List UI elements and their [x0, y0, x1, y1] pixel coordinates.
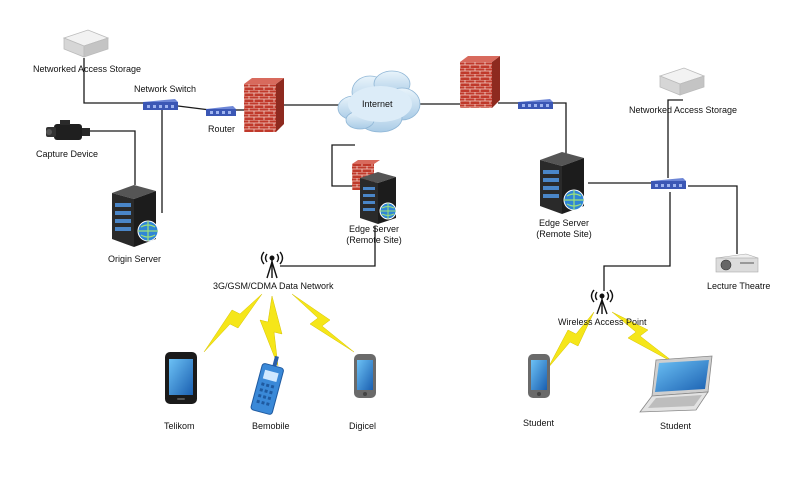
edge-server-2-site: (Remote Site)	[536, 229, 592, 239]
line-nas-switch	[83, 58, 145, 104]
edge-server-1-name: Edge Server	[348, 224, 400, 234]
switch-icon[interactable]	[143, 99, 178, 110]
switch-icon[interactable]	[518, 99, 553, 109]
lightning-icon	[259, 295, 283, 367]
edge-server-2-name: Edge Server	[538, 218, 590, 228]
nas-left-label: Networked Access Storage	[33, 64, 142, 74]
connector-lines	[83, 58, 738, 291]
lightning-icon	[203, 293, 263, 353]
phone-icon[interactable]	[528, 354, 550, 398]
server-icon[interactable]	[540, 152, 585, 214]
lecture-theatre-label: Lecture Theatre	[707, 281, 771, 291]
server-icon[interactable]	[360, 172, 397, 224]
wireless-access-point-label: Wireless Access Point	[558, 317, 647, 327]
bemobile-label: Bemobile	[252, 421, 290, 431]
origin-server-label: Origin Server	[108, 254, 162, 264]
nas-right-label: Networked Access Storage	[629, 105, 738, 115]
firewall-icon[interactable]	[244, 78, 284, 132]
edge-server-1-site: (Remote Site)	[346, 235, 402, 245]
edge-server-2-label: Edge Server (Remote Site)	[536, 218, 592, 240]
line-switch-projector	[688, 185, 738, 254]
edge-server-1-label: Edge Server (Remote Site)	[346, 224, 402, 246]
switch-icon[interactable]	[651, 178, 686, 189]
router-label: Router	[208, 124, 236, 134]
internet-label: Internet	[362, 99, 393, 109]
antenna-icon[interactable]	[590, 289, 614, 315]
laptop-icon[interactable]	[639, 355, 713, 413]
line-switch-router	[177, 105, 211, 111]
storage-icon[interactable]	[658, 67, 706, 96]
line-switch-edge2	[553, 102, 567, 156]
line-nas-switch-right	[667, 99, 683, 178]
antenna-icon[interactable]	[260, 251, 284, 279]
phone-icon[interactable]	[165, 352, 197, 404]
line-edge1-tower	[280, 226, 376, 267]
digicel-label: Digicel	[349, 421, 377, 431]
data-network-label: 3G/GSM/CDMA Data Network	[213, 281, 334, 291]
storage-icon[interactable]	[62, 29, 110, 58]
student-laptop-label: Student	[660, 421, 692, 431]
camera-icon[interactable]	[46, 120, 90, 140]
radio-icon[interactable]	[250, 353, 286, 415]
firewall-icon[interactable]	[460, 56, 500, 108]
line-internet-edge1	[331, 144, 360, 187]
phone-icon[interactable]	[354, 354, 376, 398]
network-switch-label: Network Switch	[134, 84, 197, 94]
lightning-bolts	[203, 293, 677, 369]
line-switch-wap	[603, 192, 671, 291]
router-icon[interactable]	[206, 106, 236, 116]
cloud-icon[interactable]	[337, 70, 421, 133]
telikom-label: Telikom	[164, 421, 195, 431]
line-camera-origin	[90, 130, 136, 185]
student-phone-label: Student	[523, 418, 555, 428]
capture-device-label: Capture Device	[36, 149, 99, 159]
lightning-icon	[291, 293, 355, 353]
server-icon[interactable]	[112, 185, 159, 247]
projector-icon[interactable]	[715, 253, 759, 273]
